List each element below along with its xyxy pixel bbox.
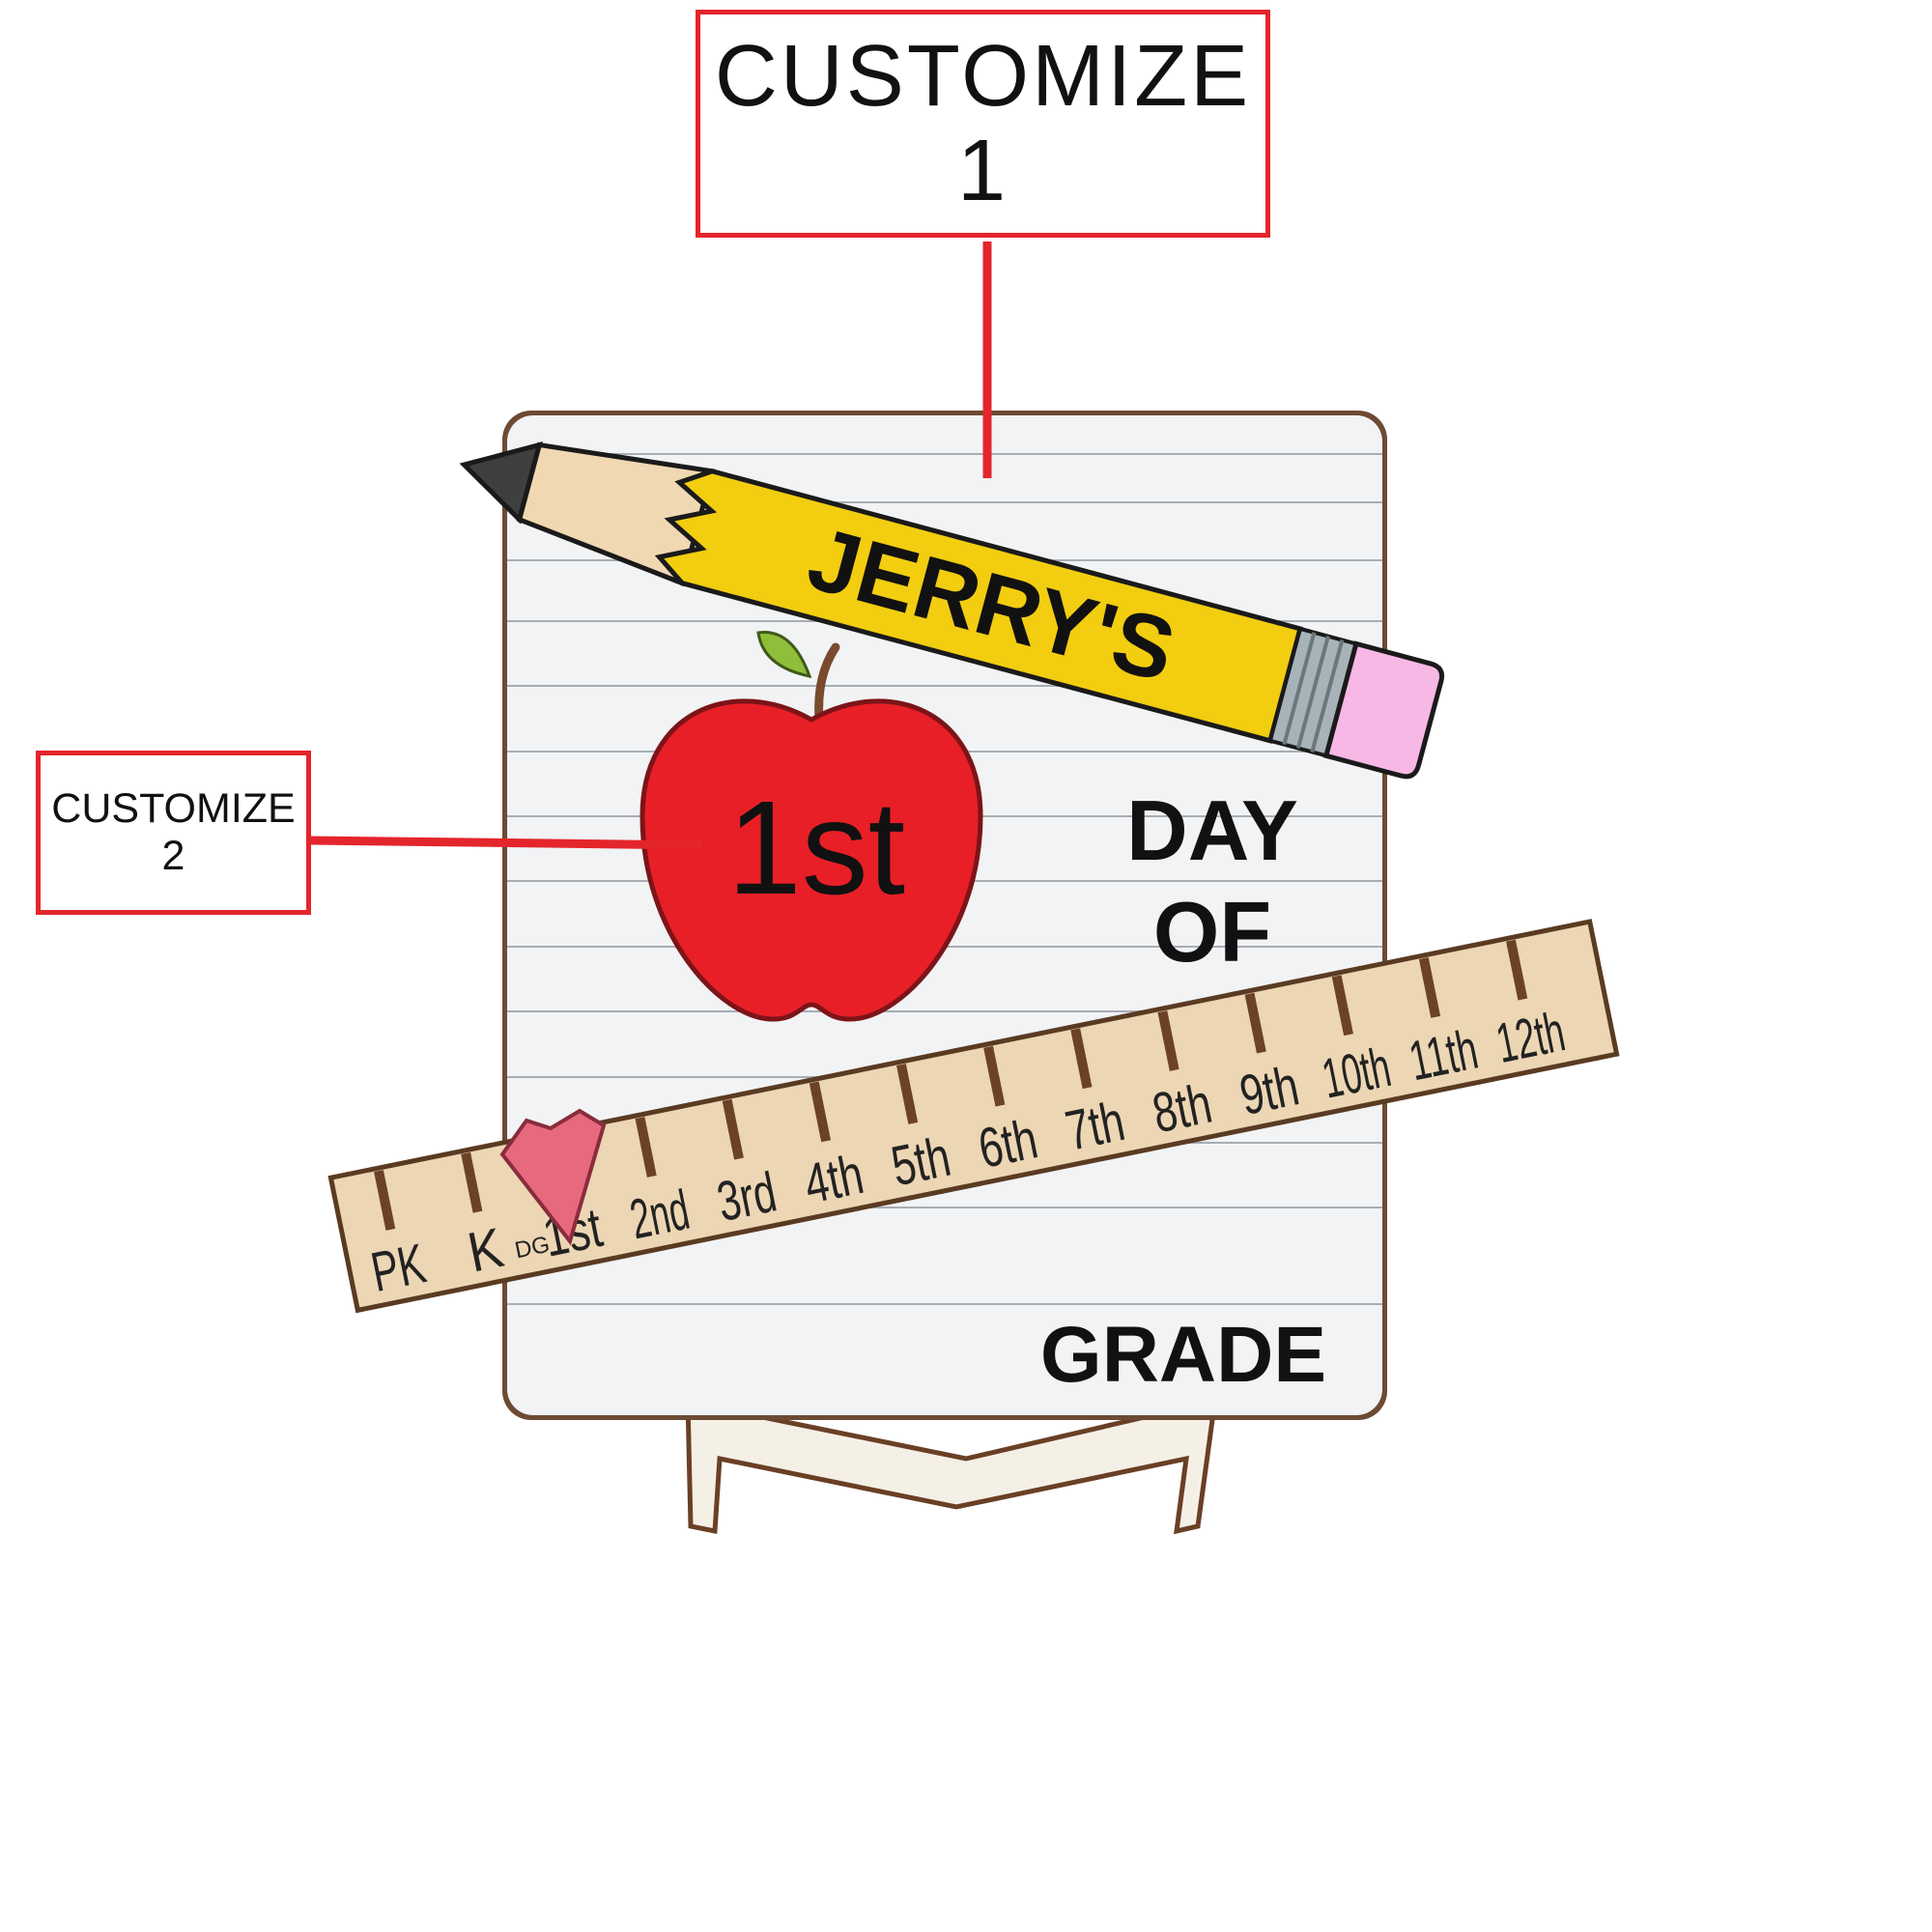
apple-icon: 1st [639, 631, 983, 1022]
ruler-tick [1331, 975, 1353, 1037]
ruler-tick [635, 1117, 657, 1178]
ruler-label-11th: 11th [1404, 1018, 1483, 1094]
ruler-label-9th: 9th [1235, 1054, 1304, 1127]
ruler-tick [896, 1064, 919, 1124]
grade-text: GRADE [1040, 1311, 1326, 1399]
ruler-label-4th: 4th [799, 1143, 868, 1216]
customize-2-label: CUSTOMIZE [51, 785, 296, 832]
ruler-tick [1070, 1028, 1093, 1090]
arrow-pointer-icon [499, 1108, 607, 1246]
ruler-tick [1506, 939, 1528, 1001]
ruler-tick [983, 1045, 1006, 1107]
ruler-label-2nd: 2nd [625, 1179, 695, 1252]
customize-1-number: 1 [956, 123, 1009, 219]
ruler-label-12th: 12th [1492, 1000, 1571, 1075]
of-text: OF [1153, 884, 1271, 980]
customize-1-label: CUSTOMIZE [714, 28, 1252, 125]
ruler-tick [809, 1081, 832, 1143]
ruler-tick [374, 1170, 396, 1231]
ruler-tick [722, 1098, 744, 1160]
ruler-label-8th: 8th [1148, 1072, 1217, 1146]
customize-1-callout: CUSTOMIZE 1 [696, 10, 1270, 238]
ruler-tick [461, 1151, 483, 1213]
day-text: DAY [1126, 782, 1298, 878]
ruler-label-10th: 10th [1317, 1036, 1396, 1111]
customize-2-callout: CUSTOMIZE 2 [36, 751, 311, 915]
grade-ordinal-text: 1st [727, 774, 905, 923]
ruler-label-5th: 5th [886, 1125, 955, 1199]
ruler-label-pk: PK [366, 1232, 431, 1304]
ruler-tick [1418, 957, 1441, 1018]
ruler-tick [1244, 992, 1266, 1054]
ruler-label-3rd: 3rd [712, 1160, 781, 1234]
ruler-label-7th: 7th [1061, 1090, 1130, 1163]
ruler-tick [1157, 1010, 1179, 1071]
customize-2-number: 2 [161, 833, 185, 879]
callout2-leader-line [310, 836, 703, 850]
ruler-label-6th: 6th [974, 1107, 1043, 1180]
